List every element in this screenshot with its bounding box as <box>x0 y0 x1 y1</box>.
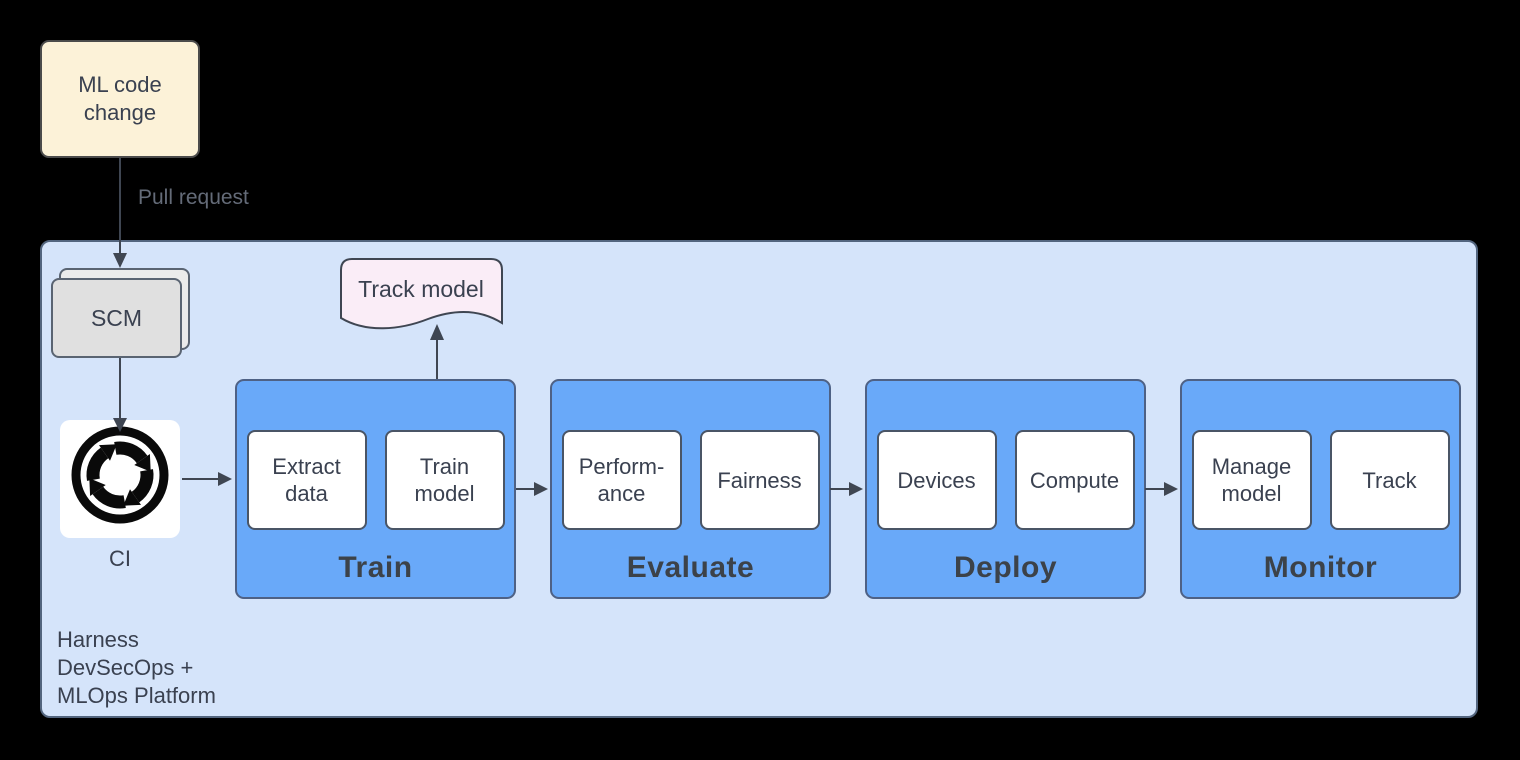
stage-deploy-item-devices: Devices <box>876 430 997 530</box>
node-scm: SCM <box>51 278 182 358</box>
stage-deploy: Devices Compute Deploy <box>865 379 1146 599</box>
scm-label: SCM <box>90 304 143 331</box>
stage-train-item-extract-data: Extract data <box>246 430 367 530</box>
stage-train-item-train-model: Train model <box>384 430 505 530</box>
node-ci <box>60 420 180 538</box>
platform-label: Harness DevSecOps + MLOps Platform <box>57 627 216 708</box>
stage-monitor: Manage model Track Monitor <box>1180 379 1461 599</box>
stage-evaluate-item-fairness: Fairness <box>699 430 820 530</box>
stage-deploy-item-compute: Compute <box>1014 430 1135 530</box>
stage-monitor-label: Monitor <box>1263 551 1378 584</box>
node-ml-code-change: ML code change <box>40 40 200 158</box>
stage-monitor-item-manage-model: Manage model <box>1191 430 1312 530</box>
edge-label-pull-request: Pull request <box>138 186 249 209</box>
stage-evaluate-label: Evaluate <box>626 551 755 584</box>
stage-evaluate: Perform- ance Fairness Evaluate <box>550 379 831 599</box>
stage-train-label: Train <box>338 551 413 584</box>
ci-cycle-icon <box>71 426 169 524</box>
stage-monitor-item-track: Track <box>1329 430 1450 530</box>
stage-deploy-label: Deploy <box>953 551 1058 584</box>
stage-evaluate-item-performance: Perform- ance <box>561 430 682 530</box>
ml-code-change-label: ML code change <box>78 72 162 125</box>
ci-label: CI <box>109 546 131 571</box>
stage-train: Extract data Train model Train <box>235 379 516 599</box>
